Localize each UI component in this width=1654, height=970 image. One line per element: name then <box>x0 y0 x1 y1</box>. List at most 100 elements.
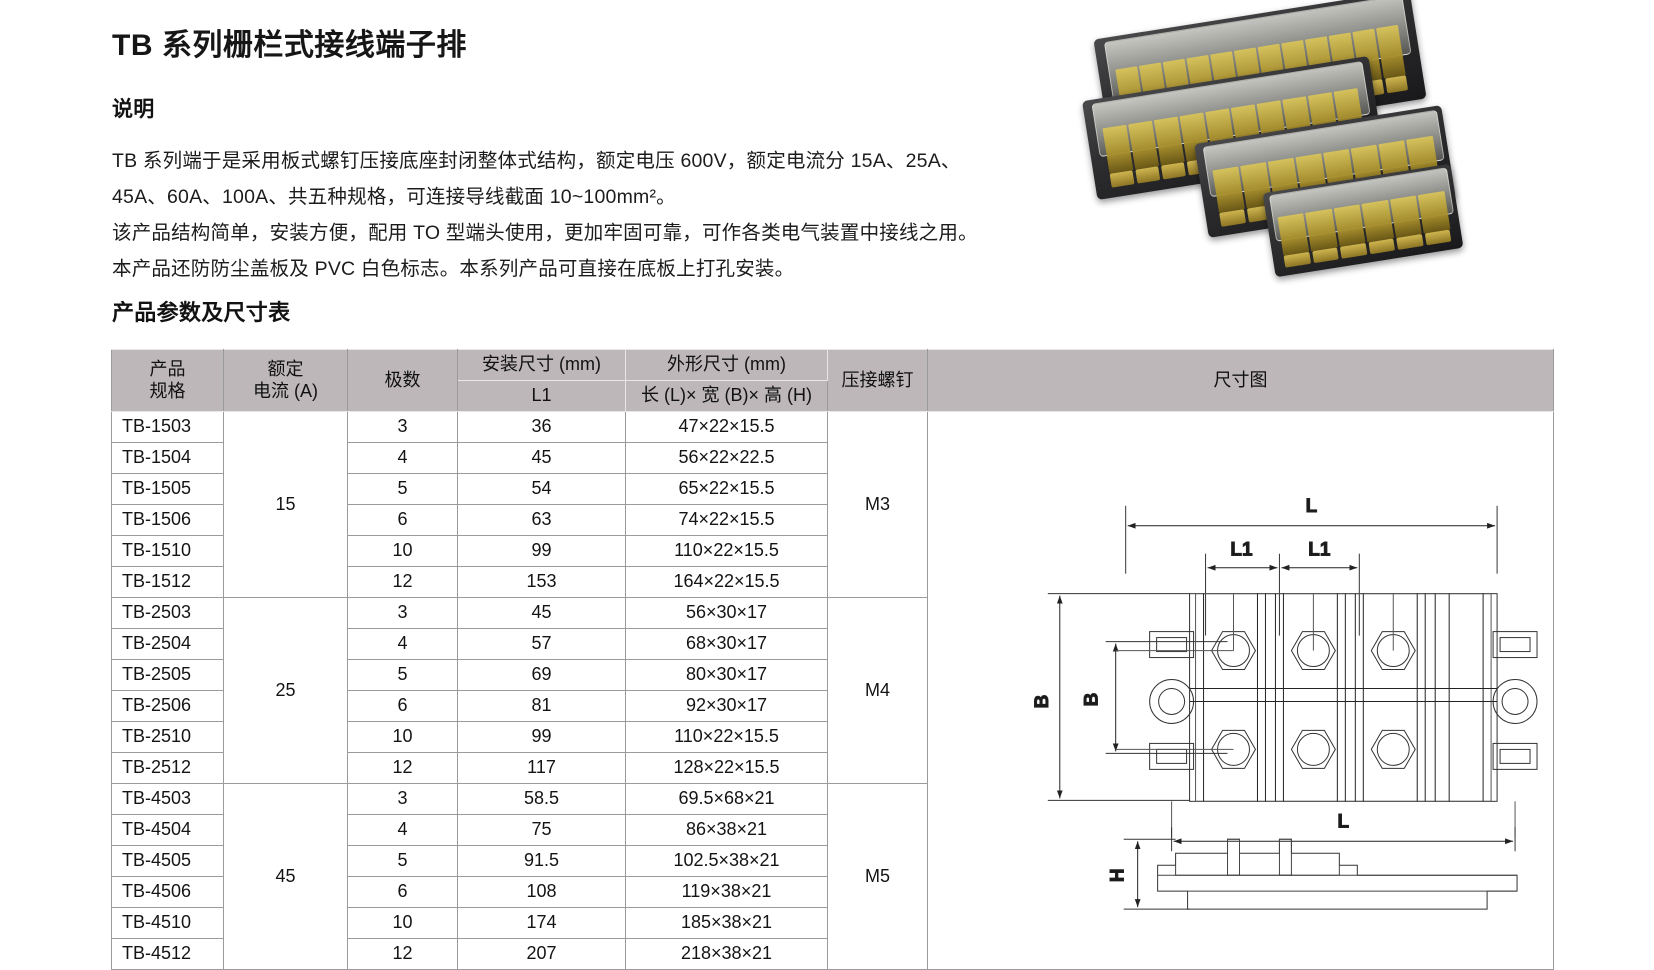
description-line-4: 本产品还防防尘盖板及 PVC 白色标志。本系列产品可直接在底板上打孔安装。 <box>112 258 795 280</box>
cell-l1: 81 <box>457 690 626 722</box>
cell-l1: 91.5 <box>457 845 626 877</box>
th-drawing: 尺寸图 <box>927 349 1554 412</box>
cell-poles: 10 <box>347 721 458 753</box>
cell-rated-current: 45 <box>223 783 348 970</box>
label-height: H <box>1108 868 1129 882</box>
cell-rated-current: 25 <box>223 597 348 784</box>
th-outline-dimensions: 外形尺寸 (mm) <box>625 349 828 381</box>
cell-dims: 92×30×17 <box>625 690 828 722</box>
cell-poles: 6 <box>347 690 458 722</box>
table-row: TB-1505 5 54 65×22×15.5 <box>111 473 1554 505</box>
table-row: TB-2506 6 81 92×30×17 <box>111 690 1554 722</box>
cell-poles: 4 <box>347 814 458 846</box>
table-row: TB-2505 5 69 80×30×17 <box>111 659 1554 691</box>
cell-dims: 74×22×15.5 <box>625 504 828 536</box>
th-model-line1: 产品 <box>149 359 186 380</box>
cell-poles: 10 <box>347 907 458 939</box>
table-row: TB-2503 25 3 45 56×30×17 M4 <box>111 597 1554 784</box>
cell-dimension-drawing: L L1 L1 <box>927 411 1554 970</box>
cell-dims: 110×22×15.5 <box>625 535 828 567</box>
label-width-outer: B <box>1032 695 1053 709</box>
cell-poles: 3 <box>347 783 458 815</box>
spec-table-heading: 产品参数及尺寸表 <box>112 300 291 325</box>
cell-dims: 128×22×15.5 <box>625 752 828 784</box>
table-row: TB-1504 4 45 56×22×22.5 <box>111 442 1554 474</box>
table-body: TB-1503 15 3 36 47×22×15.5 M3 <box>111 411 1554 970</box>
cell-model: TB-4512 <box>111 938 224 970</box>
label-pitch-2: L1 <box>1308 540 1331 561</box>
dimension-drawing: L L1 L1 <box>928 412 1553 969</box>
cell-dims: 86×38×21 <box>625 814 828 846</box>
th-poles: 极数 <box>347 349 458 412</box>
table-row: TB-4503 45 3 58.5 69.5×68×21 M5 <box>111 783 1554 970</box>
description-heading: 说明 <box>112 98 155 121</box>
th-install-dimensions: 安装尺寸 (mm) <box>457 349 626 381</box>
cell-dims: 65×22×15.5 <box>625 473 828 505</box>
cell-dims: 119×38×21 <box>625 876 828 908</box>
table-row: TB-1506 6 63 74×22×15.5 <box>111 504 1554 536</box>
specification-table: 产品 规格 额定 电流 (A) 极数 安装尺寸 (mm) 外形尺寸 (mm) 压… <box>111 349 1554 970</box>
th-install-l1: L1 <box>457 380 626 412</box>
label-width-inner: B <box>1082 693 1103 707</box>
cell-dims: 164×22×15.5 <box>625 566 828 598</box>
cell-model: TB-2504 <box>111 628 224 660</box>
cell-poles: 4 <box>347 628 458 660</box>
th-outline-lbh: 长 (L)× 宽 (B)× 高 (H) <box>625 380 828 412</box>
cell-model: TB-2506 <box>111 690 224 722</box>
label-pitch-1: L1 <box>1230 540 1253 561</box>
cell-model: TB-4506 <box>111 876 224 908</box>
cell-l1: 45 <box>457 597 626 629</box>
cell-model: TB-4503 <box>111 783 224 815</box>
cell-dims: 80×30×17 <box>625 659 828 691</box>
cell-model: TB-2503 <box>111 597 224 629</box>
cell-screw: M4 <box>827 597 928 784</box>
cell-model: TB-1505 <box>111 473 224 505</box>
cell-l1: 99 <box>457 535 626 567</box>
table-row: TB-2510 10 99 110×22×15.5 <box>111 721 1554 753</box>
cell-dims: 56×30×17 <box>625 597 828 629</box>
th-current-line2: 电流 (A) <box>253 380 318 401</box>
th-model: 产品 规格 <box>111 349 224 412</box>
cell-poles: 4 <box>347 442 458 474</box>
cell-dims: 185×38×21 <box>625 907 828 939</box>
cell-dims: 68×30×17 <box>625 628 828 660</box>
cell-l1: 58.5 <box>457 783 626 815</box>
cell-poles: 5 <box>347 473 458 505</box>
cell-poles: 12 <box>347 752 458 784</box>
cell-model: TB-1506 <box>111 504 224 536</box>
dimension-drawing-svg: L L1 L1 <box>1031 495 1538 910</box>
cell-l1: 174 <box>457 907 626 939</box>
cell-l1: 45 <box>457 442 626 474</box>
description-block: TB 系列端于是采用板式螺钉压接底座封闭整体式结构，额定电压 600V，额定电流… <box>112 143 1072 287</box>
cell-l1: 117 <box>457 752 626 784</box>
cell-l1: 153 <box>457 566 626 598</box>
cell-dims: 47×22×15.5 <box>625 411 828 443</box>
table-row: TB-1512 12 153 164×22×15.5 <box>111 566 1554 598</box>
cell-model: TB-1512 <box>111 566 224 598</box>
cell-model: TB-1503 <box>111 411 224 443</box>
table-row: TB-4505 5 91.5 102.5×38×21 <box>111 845 1554 877</box>
cell-model: TB-2510 <box>111 721 224 753</box>
cell-model: TB-4504 <box>111 814 224 846</box>
th-screw: 压接螺钉 <box>827 349 928 412</box>
cell-screw: M5 <box>827 783 928 970</box>
th-model-line2: 规格 <box>149 380 186 401</box>
table-row: TB-4504 4 75 86×38×21 <box>111 814 1554 846</box>
cell-l1: 54 <box>457 473 626 505</box>
cell-poles: 10 <box>347 535 458 567</box>
th-rated-current: 额定 电流 (A) <box>223 349 348 412</box>
cell-poles: 5 <box>347 845 458 877</box>
description-line-1: TB 系列端于是采用板式螺钉压接底座封闭整体式结构，额定电压 600V，额定电流… <box>112 150 961 172</box>
cell-l1: 36 <box>457 411 626 443</box>
cell-l1: 63 <box>457 504 626 536</box>
cell-model: TB-4510 <box>111 907 224 939</box>
cell-poles: 6 <box>347 504 458 536</box>
table-row: TB-4510 10 174 185×38×21 <box>111 907 1554 939</box>
product-photo-group <box>1040 0 1640 291</box>
cell-l1: 75 <box>457 814 626 846</box>
cell-model: TB-4505 <box>111 845 224 877</box>
cell-poles: 12 <box>347 938 458 970</box>
cell-model: TB-1504 <box>111 442 224 474</box>
table-header: 产品 规格 额定 电流 (A) 极数 安装尺寸 (mm) 外形尺寸 (mm) 压… <box>111 349 1554 412</box>
